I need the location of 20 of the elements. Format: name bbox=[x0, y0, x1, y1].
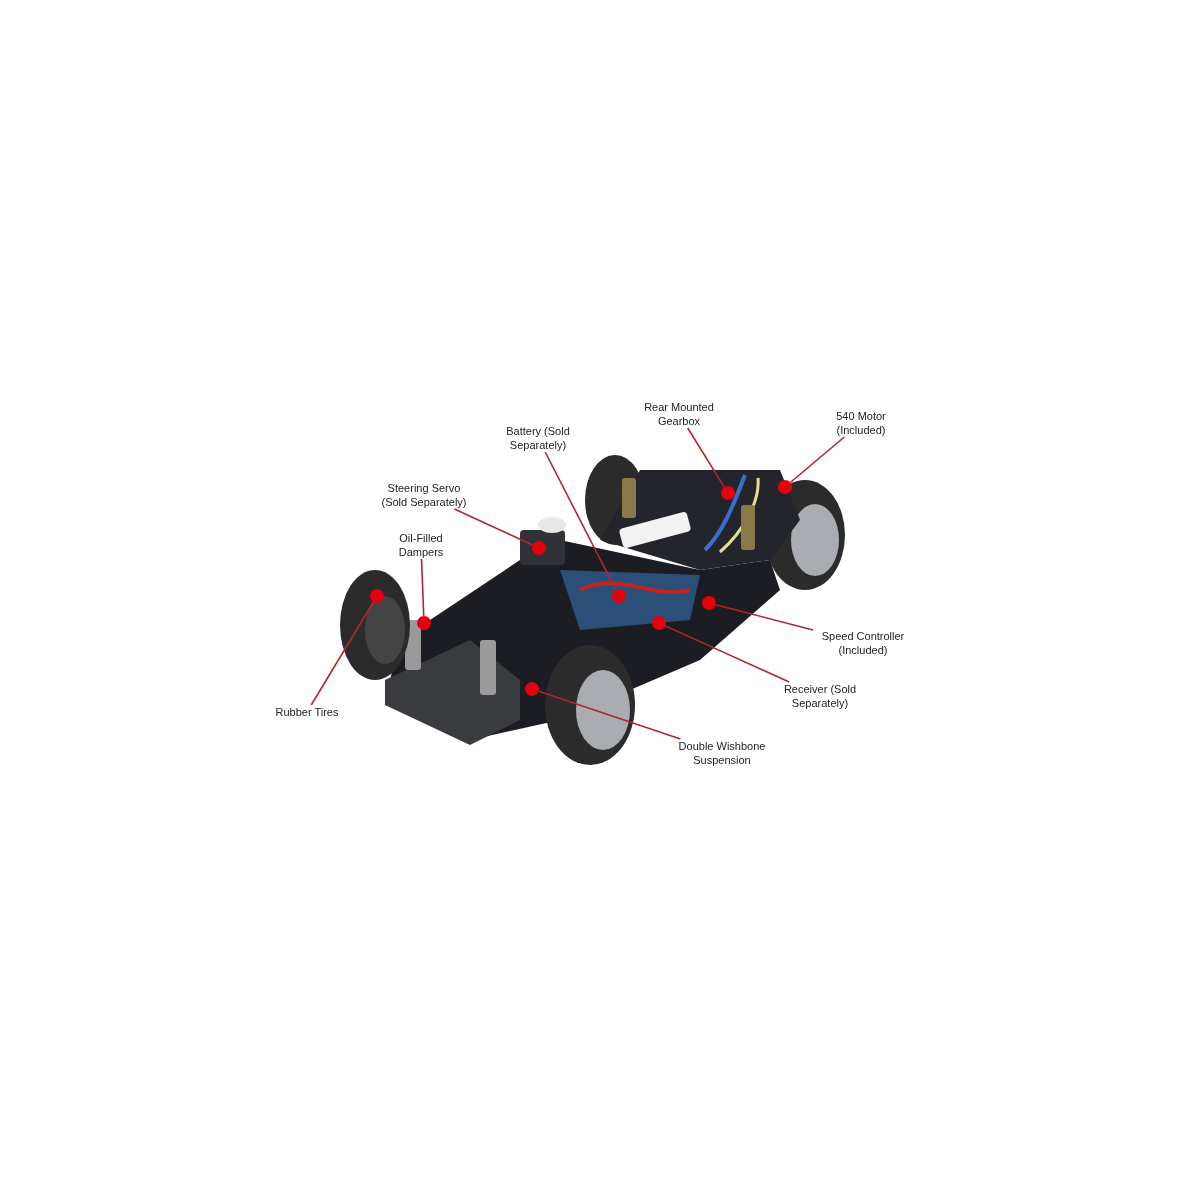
callout-label: Rear Mounted Gearbox bbox=[634, 400, 724, 428]
callout-label: 540 Motor (Included) bbox=[821, 409, 901, 437]
leader-line bbox=[537, 690, 682, 740]
leader-line bbox=[664, 625, 790, 683]
callout-label: Steering Servo (Sold Separately) bbox=[376, 481, 472, 509]
leader-line bbox=[715, 603, 814, 631]
leader-line bbox=[453, 508, 534, 546]
leader-line bbox=[789, 436, 846, 484]
marker-dot bbox=[778, 480, 792, 494]
leader-line bbox=[686, 427, 726, 488]
callout-label: Rubber Tires bbox=[262, 705, 352, 719]
callout-label: Receiver (Sold Separately) bbox=[770, 682, 870, 710]
leader-line bbox=[420, 558, 425, 617]
leader-line bbox=[544, 451, 617, 591]
marker-dot bbox=[417, 616, 431, 630]
callout-label: Oil-Filled Dampers bbox=[376, 531, 466, 559]
callout-label: Speed Controller (Included) bbox=[813, 629, 913, 657]
callout-label: Battery (Sold Separately) bbox=[488, 424, 588, 452]
leader-line bbox=[310, 601, 375, 706]
callout-label: Double Wishbone Suspension bbox=[667, 739, 777, 767]
